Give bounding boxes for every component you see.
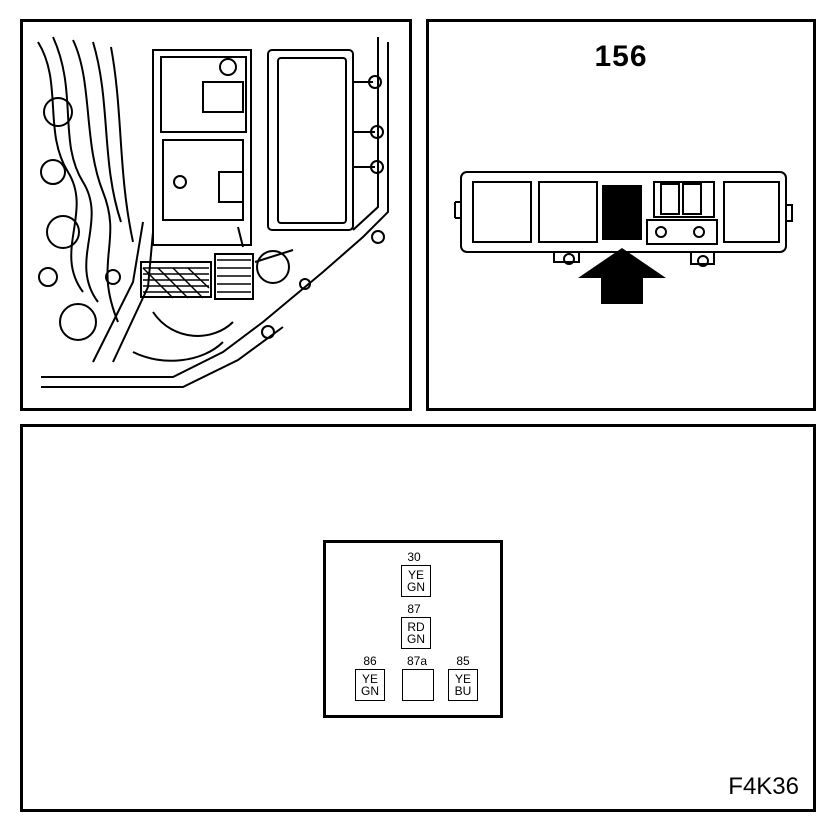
- pin-87-wire-color-1: RD: [407, 620, 425, 634]
- pin-86-wire-color-2: GN: [361, 684, 379, 698]
- relay-location-highlight: [602, 185, 642, 240]
- relay-pinout-diagram: 30 YE GN 87 RD GN 86 YE GN 87a 85 YE BU: [323, 540, 503, 718]
- pin-30-wire-color-1: YE: [407, 568, 424, 582]
- pin-86-number: 86: [363, 654, 377, 668]
- pin-30-wire-color-2: GN: [407, 580, 425, 594]
- pin-87a-terminal: [402, 669, 434, 701]
- arrow-up-icon: [578, 248, 666, 304]
- pin-86-terminal: YE GN: [355, 669, 385, 701]
- fuse-box-number: 156: [594, 40, 648, 73]
- pin-30-terminal: YE GN: [401, 565, 431, 597]
- pin-30-number: 30: [407, 550, 421, 564]
- pin-86-wire-color-1: YE: [361, 672, 378, 686]
- fuse-box-panel: 156: [426, 19, 816, 411]
- pin-85-wire-color-2: BU: [454, 684, 472, 698]
- pin-87a-number: 87a: [406, 654, 428, 668]
- engine-compartment-illustration: [37, 36, 389, 388]
- pin-85-number: 85: [456, 654, 470, 668]
- pin-87-number: 87: [407, 602, 421, 616]
- pin-85-wire-color-1: YE: [454, 672, 471, 686]
- pin-87-wire-color-2: GN: [407, 632, 425, 646]
- fuse-box-illustration: [454, 171, 793, 304]
- pin-87-terminal: RD GN: [401, 617, 431, 649]
- engine-compartment-panel: [20, 19, 412, 411]
- relay-pinout-panel: 30 YE GN 87 RD GN 86 YE GN 87a 85 YE BU …: [20, 424, 816, 812]
- pin-85-terminal: YE BU: [448, 669, 478, 701]
- figure-reference-code: F4K36: [728, 773, 799, 800]
